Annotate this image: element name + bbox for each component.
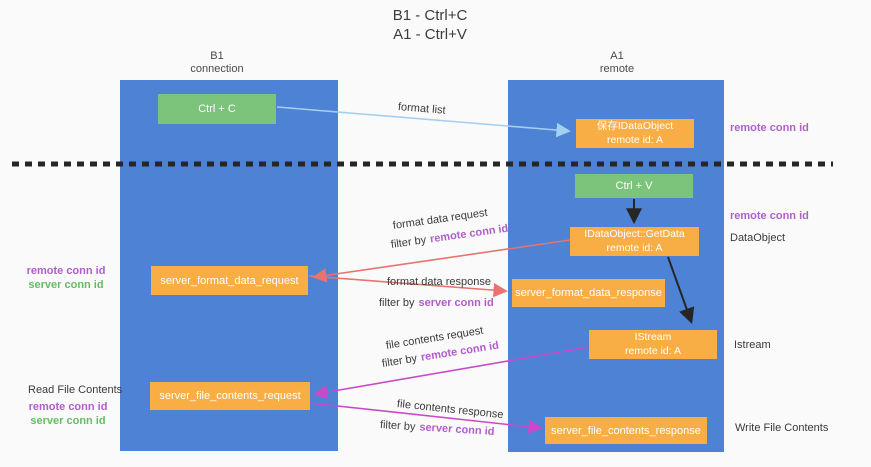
file-contents-response-label: file contents response	[396, 398, 505, 422]
server-conn-id-label-left-2: server conn id	[30, 415, 106, 427]
lane-a1-name: A1	[610, 50, 624, 62]
dataobject-label: DataObject	[730, 232, 786, 244]
istream-line1: IStream	[634, 331, 672, 344]
idataobject-getdata-box: IDataObject::GetData remote id: A	[570, 227, 699, 256]
server-conn-id-accent: server conn id	[418, 297, 494, 309]
read-file-contents-label: Read File Contents	[28, 384, 123, 396]
title-line-1: B1 - Ctrl+C	[392, 7, 468, 24]
server-format-data-response-box: server_format_data_response	[512, 279, 665, 307]
server-file-contents-response-box: server_file_contents_response	[545, 417, 707, 444]
write-file-contents-label: Write File Contents	[735, 422, 829, 434]
filter-by-text: filter by	[390, 234, 427, 251]
title-line-2: A1 - Ctrl+V	[393, 26, 467, 43]
filter-by-text: filter by	[379, 419, 416, 434]
diagram-title: B1 - Ctrl+C A1 - Ctrl+V	[0, 6, 860, 44]
remote-conn-id-label-right-1: remote conn id	[730, 122, 809, 134]
format-list-label: format list	[397, 101, 447, 117]
istream-box: IStream remote id: A	[589, 330, 717, 359]
filter-by-text: filter by	[381, 352, 418, 370]
lane-header-a1: A1 remote	[547, 50, 687, 76]
lane-b1-name: B1	[210, 50, 224, 62]
getdata-line2: remote id: A	[606, 241, 663, 254]
ctrl-v-box: Ctrl + V	[575, 174, 693, 198]
istream-line2: remote id: A	[624, 344, 682, 357]
save-idataobject-line1: 保存IDataObject	[596, 120, 674, 133]
save-idataobject-line2: remote id: A	[606, 133, 664, 146]
lane-header-b1: B1 connection	[147, 50, 287, 76]
save-idataobject-box: 保存IDataObject remote id: A	[576, 119, 694, 148]
remote-conn-id-label-right-2: remote conn id	[730, 210, 809, 222]
format-data-response-label: format data response	[387, 276, 491, 288]
conn-id-pair-lower-left: remote conn id server conn id	[28, 400, 108, 428]
server-conn-id-label-left-1: server conn id	[28, 279, 104, 291]
ctrl-c-box: Ctrl + C	[158, 94, 276, 124]
remote-conn-id-accent: remote conn id	[429, 222, 509, 246]
remote-conn-id-label-left-1: remote conn id	[26, 265, 106, 277]
conn-id-pair-upper-left: remote conn id server conn id	[24, 264, 108, 292]
lane-b1-role: connection	[190, 63, 244, 75]
server-conn-id-accent: server conn id	[419, 421, 495, 438]
server-file-contents-request-box: server_file_contents_request	[150, 382, 310, 410]
server-format-data-request-box: server_format_data_request	[151, 266, 308, 295]
istream-side-label: Istream	[734, 339, 771, 351]
getdata-line1: IDataObject::GetData	[584, 228, 685, 241]
lane-a1-role: remote	[599, 63, 635, 75]
filter-by-text: filter by	[379, 297, 415, 309]
remote-conn-id-label-left-2: remote conn id	[28, 401, 108, 413]
